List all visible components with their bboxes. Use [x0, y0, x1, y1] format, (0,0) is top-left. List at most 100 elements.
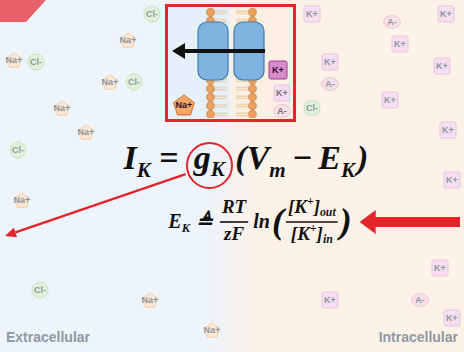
ion-label: Na+: [78, 128, 95, 137]
equation-symbol: K: [137, 160, 151, 181]
ion-label: K+: [446, 176, 458, 185]
ion-shape: [432, 260, 448, 276]
ion-channel-illustration: [168, 7, 293, 119]
ion-shape: [274, 85, 290, 101]
ion-shape: [6, 53, 21, 67]
ion-shape: [434, 58, 450, 74]
flow-arrow: [182, 49, 265, 53]
equation-symbol: ≜: [196, 211, 213, 231]
ion-shape: [304, 6, 320, 22]
equation-symbol: V: [247, 141, 270, 175]
ion-label: Cl-: [34, 286, 46, 295]
ion-shape: [440, 122, 456, 138]
ion-shape: [144, 6, 160, 22]
equation-symbol: =: [159, 141, 178, 175]
equation-symbol: K: [211, 159, 225, 180]
ion-shape: [102, 75, 117, 89]
ion-label: K+: [276, 89, 288, 98]
ion-shape: [438, 6, 454, 22]
ion-label: A-: [415, 296, 425, 305]
equation-symbol: [K: [288, 197, 307, 216]
equation-symbol: m: [269, 160, 285, 181]
ion-label: K+: [384, 96, 396, 105]
ion-label: Cl-: [30, 58, 42, 67]
equation-symbol: −: [292, 141, 313, 175]
ion-label: Na+: [120, 36, 137, 45]
equation-symbol: +: [310, 223, 317, 235]
ion-shape: [392, 36, 408, 52]
equation-symbol: (: [235, 141, 246, 175]
ion-channel-box: K+ Na+ K+ A-: [165, 4, 296, 122]
ion-label: K+: [434, 264, 446, 273]
ion-label: Na+: [176, 101, 193, 110]
equation-symbol: ): [357, 141, 368, 175]
ion-shape: [120, 33, 135, 47]
emphasis-arrow: [360, 210, 460, 234]
equation-symbol: RT: [222, 197, 246, 216]
ion-shape: [322, 78, 339, 91]
ion-label: K+: [440, 10, 452, 19]
equation-symbol: zF: [224, 224, 244, 243]
flow-arrowhead: [172, 43, 185, 59]
equation-symbol: out: [320, 207, 336, 219]
ion-shape: [32, 282, 48, 298]
fraction-bar: [220, 221, 248, 223]
ion-shape-highlight: [269, 61, 287, 79]
equation-symbol: E: [318, 141, 341, 175]
equation-symbol: K: [341, 160, 355, 181]
ion-shape: [78, 125, 93, 139]
ion-label: K+: [442, 126, 454, 135]
ion-shape: [412, 294, 429, 307]
ion-label: Na+: [54, 104, 71, 113]
ion-label: K+: [306, 10, 318, 19]
ion-label: Na+: [142, 296, 159, 305]
ion-label: K+: [272, 66, 284, 75]
ion-label: Na+: [204, 326, 221, 335]
ion-shape: [444, 172, 460, 188]
ion-label: K+: [324, 58, 336, 67]
ion-label: A-: [277, 107, 287, 116]
ion-shape: [444, 310, 460, 326]
equation-symbol: I: [124, 141, 137, 175]
equation-symbol: K: [182, 222, 190, 234]
ion-label: K+: [324, 296, 336, 305]
ion-label: Na+: [6, 56, 23, 65]
pointer-arrowhead: [5, 228, 17, 237]
equation-symbol: ): [340, 203, 352, 239]
ion-label: Cl-: [306, 104, 318, 113]
ion-shape: [382, 92, 398, 108]
ion-label: K+: [436, 62, 448, 71]
ion-shape: [54, 101, 69, 115]
ion-label: Na+: [102, 78, 119, 87]
ion-shape: [322, 54, 338, 70]
ion-shape-highlight: [174, 95, 195, 115]
ion-shape: [28, 54, 44, 70]
equation-symbol: (: [272, 203, 284, 239]
equation-symbol: [K: [291, 224, 310, 243]
ion-label: Cl-: [146, 10, 158, 19]
ion-label: Cl-: [128, 78, 140, 87]
ion-shape: [384, 16, 401, 29]
ion-shape: [304, 100, 320, 116]
ion-label: A-: [325, 80, 335, 89]
ion-label: K+: [394, 40, 406, 49]
ion-shape: [14, 193, 29, 207]
ion-shape: [126, 74, 142, 90]
equation-symbol: ]: [314, 197, 320, 216]
equation-symbol: ]: [317, 224, 323, 243]
equation-symbol: in: [323, 234, 333, 246]
ion-shape: [322, 292, 338, 308]
conductance-circle: gK: [186, 142, 233, 189]
ion-label: K+: [446, 314, 458, 323]
ion-label: Cl-: [12, 146, 24, 155]
region-label: Intracellular: [379, 330, 458, 344]
ion-shape: [10, 142, 26, 158]
equation-symbol: ln: [253, 211, 270, 231]
corner-band: [0, 0, 46, 22]
ion-shape: [204, 323, 219, 337]
ion-label: Na+: [14, 196, 31, 205]
